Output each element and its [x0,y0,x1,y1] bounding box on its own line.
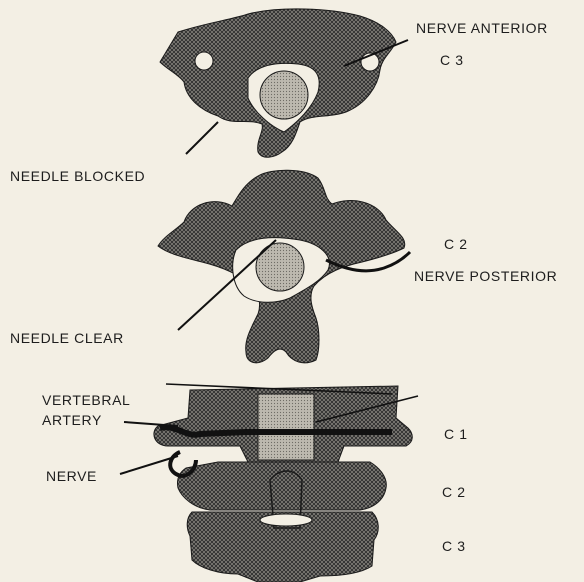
label-c3-bottom: C 3 [442,538,466,555]
label-vertebral-artery-line2: ARTERY [42,412,102,429]
c2-axial-vertebra [158,170,410,363]
label-c2-middle: C 2 [444,236,468,253]
label-needle-clear: NEEDLE CLEAR [10,330,124,347]
spinal-cord-column [258,394,314,460]
label-vertebral-artery-line1: VERTEBRAL [42,392,130,409]
label-c3-top: C 3 [440,52,464,69]
label-needle-blocked: NEEDLE BLOCKED [10,168,145,185]
c2-axis-lateral [177,462,386,510]
cervical-column-lateral [120,384,418,582]
c3-axial-vertebra [160,9,408,157]
c3-left-foramen [195,52,213,70]
intervertebral-foramen [260,514,312,526]
label-nerve: NERVE [46,468,97,485]
label-c1: C 1 [444,426,468,443]
label-nerve-anterior: NERVE ANTERIOR [416,20,548,37]
c2-spinal-cord [256,243,304,291]
label-nerve-posterior: NERVE POSTERIOR [414,268,557,285]
needle-blocked-pointer [186,122,218,154]
label-c2-bottom: C 2 [442,484,466,501]
c3-spinal-cord [260,71,308,119]
